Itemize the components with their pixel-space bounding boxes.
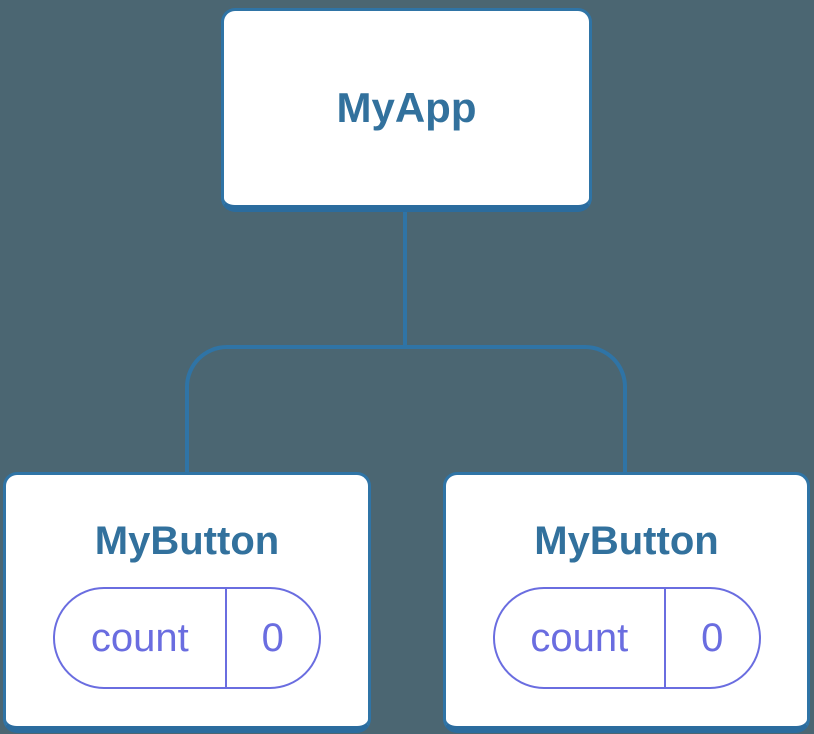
state-pill: count 0 (492, 587, 761, 689)
state-key: count (55, 589, 227, 687)
state-key: count (495, 589, 667, 687)
node-label: MyButton (534, 519, 719, 563)
node-label: MyApp (336, 84, 477, 131)
state-value: 0 (701, 615, 724, 660)
connector-bracket (185, 345, 627, 472)
state-value: 0 (261, 615, 284, 660)
tree-node-myapp: MyApp (221, 8, 592, 212)
node-label: MyButton (94, 519, 280, 563)
connector-stem (403, 212, 407, 347)
tree-node-mybutton-left: MyButton count 0 (3, 472, 371, 733)
state-pill: count 0 (53, 587, 321, 689)
tree-node-mybutton-right: MyButton count 0 (443, 472, 810, 733)
